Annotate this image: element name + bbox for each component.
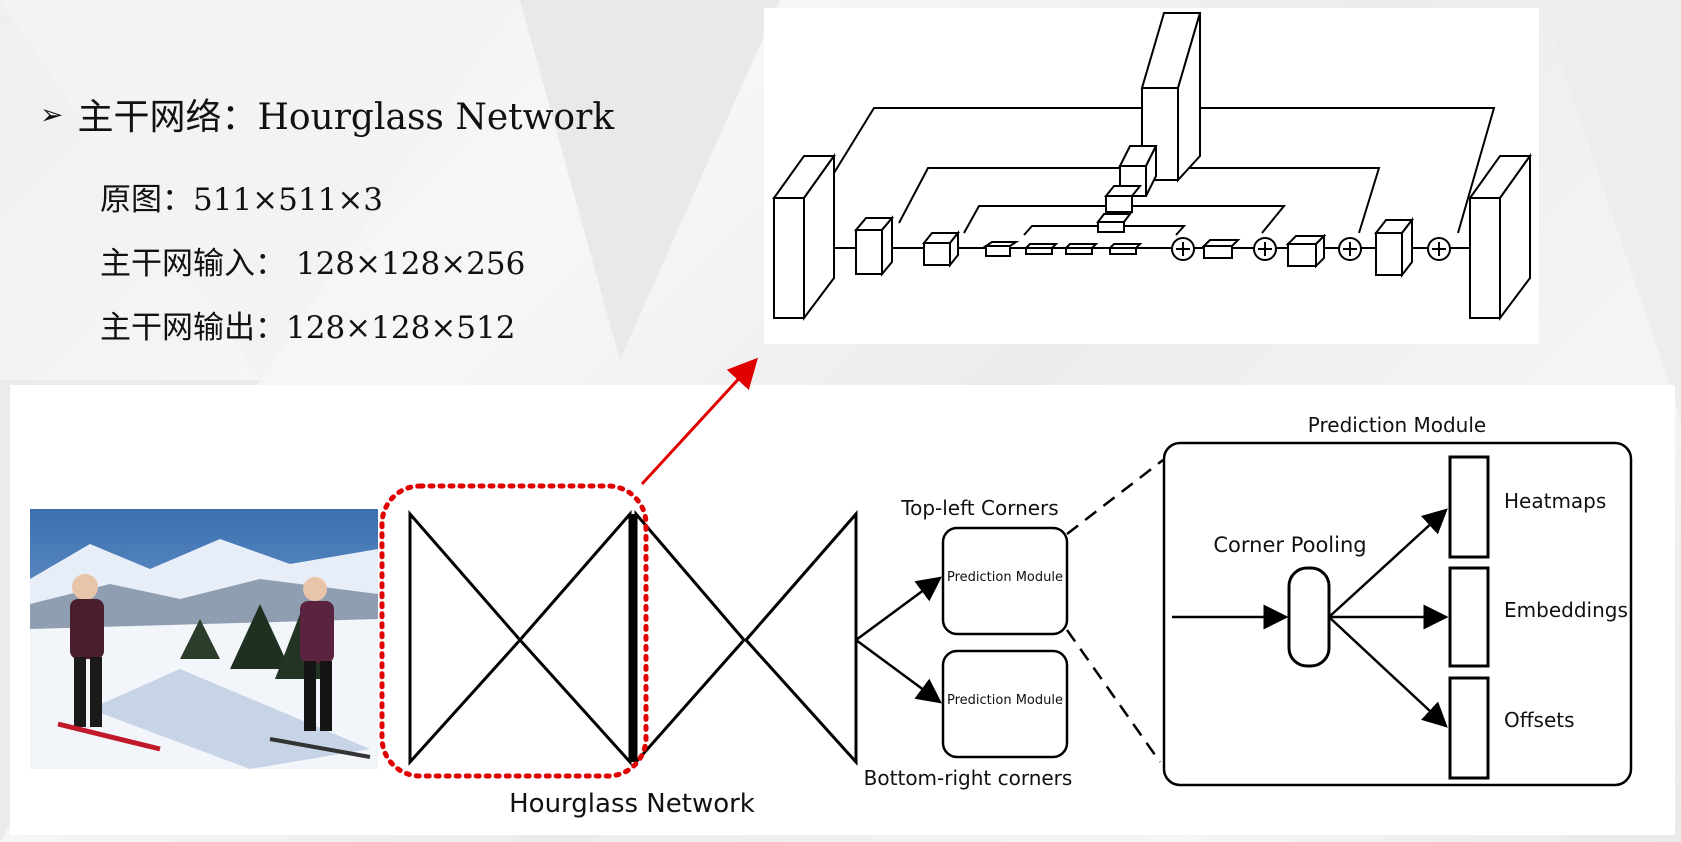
offsets-box: [1448, 676, 1490, 780]
prediction-module-top: [941, 526, 1069, 636]
plus-circle-icon: [1171, 237, 1451, 261]
hourglass-network-label: Hourglass Network: [509, 789, 755, 819]
spec-label: 主干网输出：: [100, 310, 286, 346]
spec-backbone-input: 主干网输入： 128×128×256: [100, 238, 525, 283]
arrow-right-icon: [855, 638, 943, 704]
bottom-right-corners-label: Bottom-right corners: [864, 766, 1073, 790]
spec-label: 原图：: [100, 182, 193, 218]
heatmaps-box: [1448, 455, 1490, 559]
spec-value: 128×128×512: [286, 310, 516, 346]
prediction-module-detail: [1162, 441, 1633, 787]
prediction-module-top-label: Prediction Module: [947, 570, 1063, 585]
prediction-module-bottom-label: Prediction Module: [947, 693, 1063, 708]
prediction-module-title: Prediction Module: [1308, 413, 1486, 437]
spec-value: 128×128×256: [286, 246, 526, 282]
input-photo: [30, 509, 378, 769]
spec-original-image: 原图：511×511×3: [100, 174, 383, 219]
embeddings-label: Embeddings: [1504, 598, 1628, 622]
spec-backbone-output: 主干网输出：128×128×512: [100, 302, 515, 347]
spec-label: 主干网输入：: [100, 246, 286, 282]
hourglass-highlight: [379, 483, 649, 779]
bullet-title: 主干网络：Hourglass Network: [77, 97, 615, 138]
top-left-corners-label: Top-left Corners: [900, 496, 1058, 520]
hourglass-architecture-panel: [764, 8, 1539, 344]
zoom-arrow: [640, 357, 759, 486]
arrow-right-icon: [855, 576, 943, 642]
hourglass-shapes: [408, 509, 858, 766]
bullet-arrow-icon: ➢: [40, 97, 64, 131]
offsets-label: Offsets: [1504, 708, 1575, 732]
prediction-module-bottom: [941, 649, 1069, 759]
ski-photo-illustration: [30, 509, 378, 769]
embeddings-box: [1448, 566, 1490, 668]
bullet-heading: ➢ 主干网络：Hourglass Network: [40, 88, 614, 140]
hourglass-architecture-diagram: [772, 12, 1532, 321]
corner-pooling-label: Corner Pooling: [1213, 533, 1366, 557]
heatmaps-label: Heatmaps: [1504, 489, 1606, 513]
corner-pooling-box: [1287, 566, 1331, 668]
spec-value: 511×511×3: [193, 182, 384, 218]
